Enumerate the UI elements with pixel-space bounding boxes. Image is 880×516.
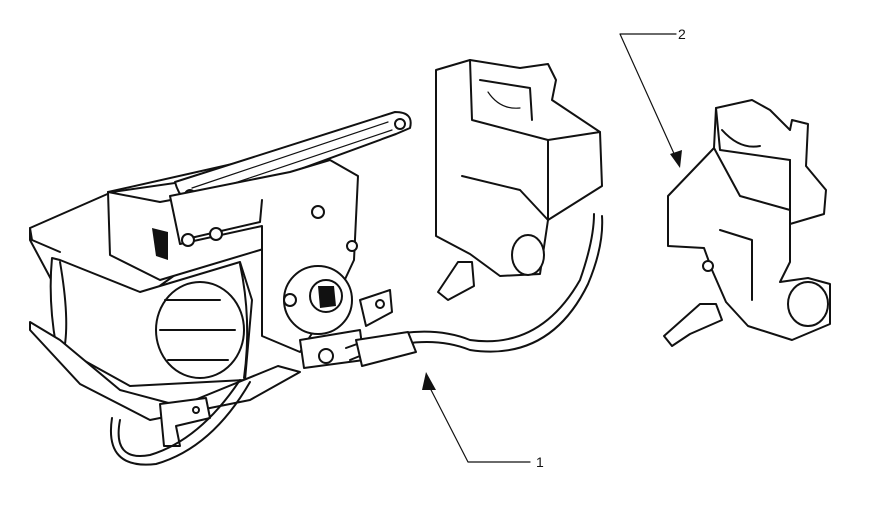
callout-label-2: 2 <box>678 26 686 42</box>
leader-line-2 <box>619 33 682 168</box>
replacement-switch <box>663 99 831 347</box>
callout-label-1: 1 <box>536 454 544 470</box>
motor-assembly <box>29 111 412 447</box>
leader-line-1 <box>422 372 531 463</box>
switch-unit-installed <box>435 59 603 301</box>
wire-harness <box>110 213 604 466</box>
